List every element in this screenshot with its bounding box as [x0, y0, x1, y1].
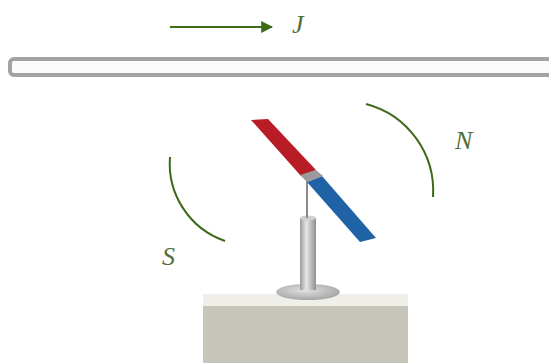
current-label: J: [292, 12, 304, 38]
pedestal: [203, 300, 408, 363]
rotation-arc: [366, 104, 433, 197]
rotation-arc: [170, 157, 225, 241]
pole-label: S: [162, 244, 175, 270]
needle-south-end: [307, 176, 376, 242]
current-arrow: [170, 26, 272, 28]
needle-pivot: [300, 170, 323, 182]
needle-north-end: [251, 119, 316, 176]
stand-post: [300, 218, 316, 290]
pivot-rod: [306, 180, 308, 218]
pole-label: N: [455, 128, 472, 154]
wire: [10, 59, 549, 75]
